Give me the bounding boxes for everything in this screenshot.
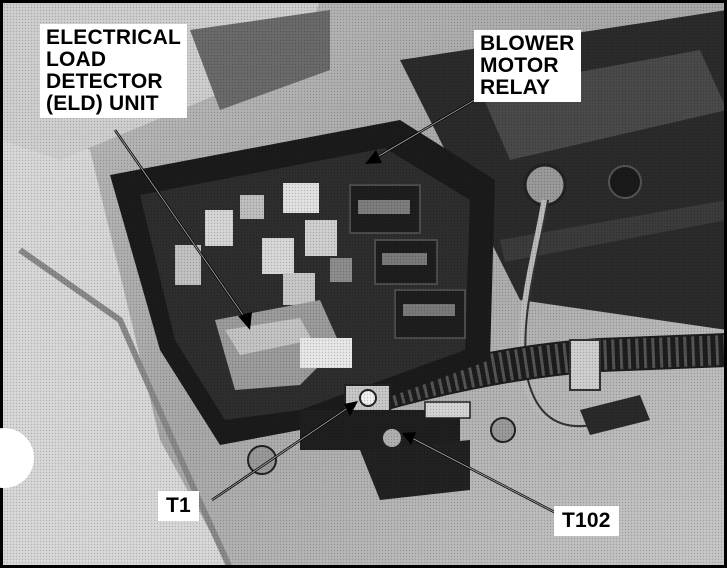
leader-eld-halo — [114, 129, 251, 326]
label-t102: T102 — [554, 506, 619, 536]
leader-blower-halo — [371, 97, 479, 161]
arrowhead-t102 — [402, 432, 416, 445]
leader-t102-halo — [407, 435, 561, 516]
label-t1: T1 — [158, 491, 199, 521]
arrowhead-blower — [365, 150, 382, 164]
label-eld-unit: ELECTRICAL LOAD DETECTOR (ELD) UNIT — [40, 24, 187, 118]
leader-t1-halo — [211, 404, 353, 501]
arrowhead-t1 — [344, 401, 358, 416]
arrowhead-eld — [238, 312, 252, 330]
label-blower-motor-relay: BLOWER MOTOR RELAY — [474, 30, 581, 102]
